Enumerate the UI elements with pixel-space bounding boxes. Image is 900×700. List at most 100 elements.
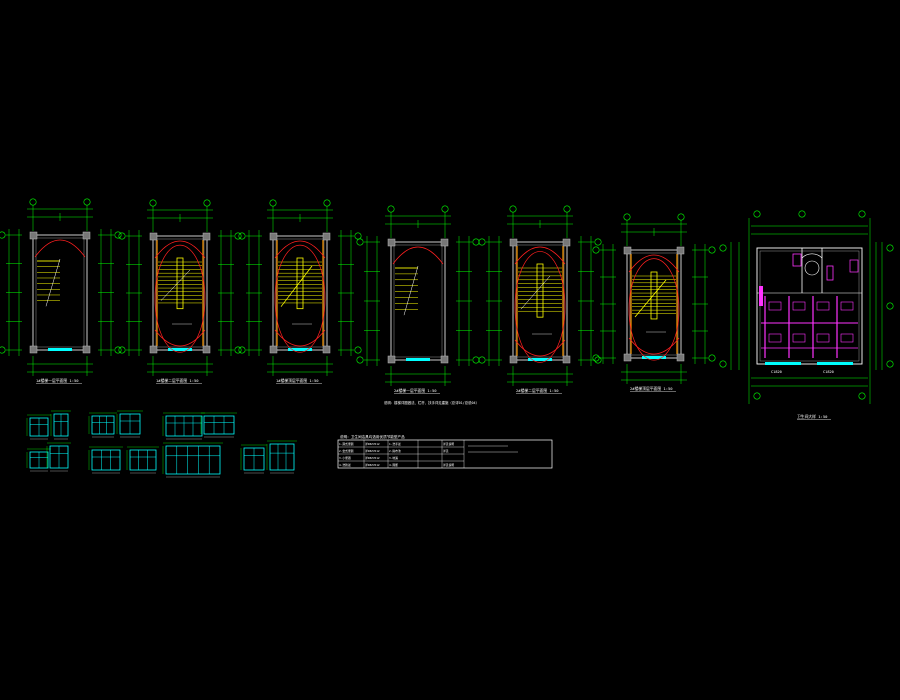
axis-bubble	[753, 392, 761, 400]
axis-bubble	[753, 210, 761, 218]
column	[440, 238, 449, 247]
column	[149, 345, 158, 354]
axis-bubble-right	[441, 205, 449, 213]
squat-toilet	[768, 333, 782, 343]
wall-inner	[35, 237, 85, 348]
stair-plan-6: 2#楼梯顶层平面图 1:50	[592, 213, 716, 392]
axis-bubble	[719, 244, 727, 252]
axis-bubble	[708, 354, 716, 362]
axis-bubble	[0, 346, 6, 354]
legend-cell: 3.小便器	[339, 456, 351, 460]
axis-bubble	[118, 346, 126, 354]
stair-well-handrail	[296, 257, 304, 310]
window-elevation	[200, 412, 237, 438]
axis-bubble	[858, 210, 866, 218]
break-line	[280, 265, 313, 307]
column	[269, 232, 278, 241]
column	[387, 355, 396, 364]
plan-caption: 卫生间大样 1:50	[797, 414, 828, 419]
axis-bubble-left	[29, 198, 37, 206]
axis-bubble-left	[509, 205, 517, 213]
legend-cell: 详见	[443, 449, 449, 453]
stair-wall	[32, 234, 88, 351]
column	[509, 238, 518, 247]
axis-bubble	[886, 244, 894, 252]
legend-cell: 详98ZJ512	[365, 456, 380, 460]
axis-bubble	[356, 356, 364, 364]
axis-bubble	[356, 238, 364, 246]
window-elevation	[26, 414, 51, 440]
column	[82, 231, 91, 240]
window-code: C1820	[823, 370, 834, 374]
landing-arc	[34, 239, 86, 258]
axis-bubble-right	[203, 199, 211, 207]
window-frame	[203, 415, 235, 435]
window-frame	[165, 445, 221, 475]
stair-wall	[390, 241, 446, 361]
squat-toilet	[816, 333, 830, 343]
axis-bubble	[0, 231, 6, 239]
column	[322, 232, 331, 241]
legend-cell: 1.蹲式便器	[339, 442, 354, 446]
axis-bubble	[886, 302, 894, 310]
legend-cell: 详98ZJ512	[365, 449, 380, 453]
window-elevation	[126, 446, 159, 474]
legend-cell: 3.地漏	[389, 456, 398, 460]
column	[202, 232, 211, 241]
axis-bubble-right	[563, 205, 571, 213]
landing-arc	[628, 337, 680, 355]
wall-inner	[515, 244, 565, 358]
column	[562, 355, 571, 364]
stair-plan-1: 1#楼梯一层平面图 1:50	[0, 198, 122, 384]
window-elevation-details	[26, 410, 297, 478]
window-elevation	[116, 410, 143, 438]
break-line	[520, 275, 551, 310]
plan-note: 说明：楼梯详图做法、栏杆、扶手详见建施（总详01/总说04）	[384, 400, 479, 405]
toilet-wall	[756, 247, 863, 365]
break-line	[634, 279, 667, 318]
axis-bubble	[354, 346, 362, 354]
column	[29, 345, 38, 354]
landing-arc	[514, 339, 566, 357]
axis-bubble	[719, 360, 727, 368]
axis-bubble	[354, 232, 362, 240]
squat-toilet	[792, 333, 806, 343]
axis-bubble	[592, 354, 600, 362]
window-frame	[129, 449, 157, 471]
axis-bubble	[594, 356, 602, 364]
axis-bubble-left	[149, 199, 157, 207]
axis-bubble	[238, 232, 246, 240]
squat-toilet	[840, 333, 854, 343]
axis-bubble	[798, 210, 806, 218]
stair-well-handrail	[176, 257, 184, 310]
landing-arc	[274, 329, 326, 347]
axis-bubble	[478, 356, 486, 364]
axis-bubble	[114, 346, 122, 354]
fixture-mop	[849, 259, 859, 273]
landing-outline	[628, 258, 680, 361]
landing-outline	[514, 251, 566, 363]
window-elevation	[26, 448, 51, 472]
column	[623, 353, 632, 362]
column	[562, 238, 571, 247]
legend-title: 说明：卫生间洁具均选用优质节能型产品	[340, 434, 405, 439]
column	[623, 246, 632, 255]
landing-arc	[628, 254, 680, 273]
wall-inner	[629, 252, 679, 356]
fixture-marker	[759, 286, 763, 306]
fixture-urinal	[826, 265, 834, 281]
door-opening	[642, 356, 666, 359]
break-line	[403, 265, 419, 316]
plan-caption: 1#楼梯顶层平面图 1:50	[276, 378, 319, 383]
window-elevation	[162, 442, 223, 478]
column	[387, 238, 396, 247]
break-line	[45, 258, 61, 307]
round-fixture	[804, 260, 820, 276]
squat-toilet	[840, 301, 854, 311]
column	[269, 345, 278, 354]
axis-bubble	[858, 392, 866, 400]
legend-cell: 详98ZJ512	[365, 442, 380, 446]
door-opening	[168, 348, 192, 351]
